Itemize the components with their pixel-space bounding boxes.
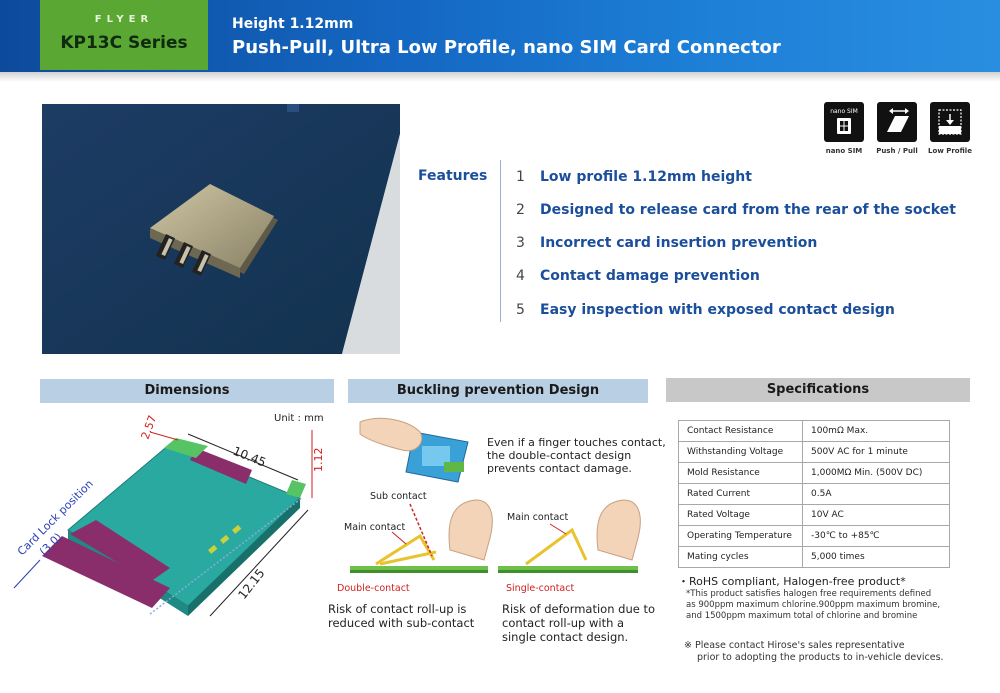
halogen-note-line: and 1500ppm maximum total of chlorine an… <box>686 611 918 621</box>
icon-push-pull: Push / Pull <box>875 102 919 155</box>
double-contact-label: Double-contact <box>337 583 410 594</box>
features-divider <box>500 160 501 322</box>
dimension-labels: 2.57 10.45 1.12 12.15 Card Lock position… <box>15 414 325 602</box>
dim-label-257: 2.57 <box>139 414 160 441</box>
svg-text:nano SIM: nano SIM <box>830 108 858 115</box>
icon-caption-low-profile: Low Profile <box>928 147 972 155</box>
single-contact-label: Single-contact <box>506 583 575 594</box>
spec-value: 1,000MΩ Min. (500V DC) <box>802 462 950 484</box>
dimensions-drawing <box>13 430 313 617</box>
spec-key: Withstanding Voltage <box>678 441 803 463</box>
halogen-note-line: as 900ppm maximum chlorine.900ppm maximu… <box>686 600 941 610</box>
spec-value: -30℃ to +85℃ <box>802 525 950 547</box>
spec-key: Mating cycles <box>678 546 803 568</box>
feature-number: 3 <box>516 235 525 251</box>
specifications-header: Specifications <box>666 378 970 402</box>
finger-note-line: prevents contact damage. <box>487 462 632 475</box>
feature-number: 2 <box>516 202 525 218</box>
rohs-statement: ・RoHS compliant, Halogen-free product* <box>678 575 906 588</box>
feature-item: 1 Low profile 1.12mm height <box>516 169 752 185</box>
spec-key: Operating Temperature <box>678 525 803 547</box>
finger-note-line: the double-contact design <box>487 449 632 462</box>
caption-left-line: reduced with sub-contact <box>328 616 475 630</box>
vehicle-note-line: prior to adopting the products to in-veh… <box>697 652 944 663</box>
halogen-note-line: *This product satisfies halogen free req… <box>686 589 932 599</box>
icon-caption-push-pull: Push / Pull <box>876 147 918 155</box>
brand-flyer: FLYER <box>94 14 154 25</box>
dim-label-112: 1.12 <box>312 448 325 473</box>
halogen-note: *This product satisfies halogen free req… <box>686 589 966 622</box>
push-pull-icon <box>877 102 917 142</box>
feature-number: 1 <box>516 169 525 185</box>
spec-key: Mold Resistance <box>678 462 803 484</box>
product-photo-illustration <box>42 104 400 354</box>
feature-number: 4 <box>516 268 525 284</box>
feature-text: Incorrect card insertion prevention <box>540 235 818 251</box>
feature-text: Contact damage prevention <box>540 268 760 284</box>
header-title: Push-Pull, Ultra Low Profile, nano SIM C… <box>232 37 781 58</box>
buckling-header: Buckling prevention Design <box>348 379 648 403</box>
caption-right: Risk of deformation due to contact roll-… <box>502 602 655 644</box>
feature-item: 5 Easy inspection with exposed contact de… <box>516 302 895 318</box>
header-shadow <box>0 72 1000 82</box>
dim-label-1045: 10.45 <box>231 444 268 470</box>
feature-text: Easy inspection with exposed contact des… <box>540 302 895 318</box>
main-contact-right-label: Main contact <box>507 512 569 523</box>
feature-item: 2 Designed to release card from the rear … <box>516 202 956 218</box>
finger-note-line: Even if a finger touches contact, <box>487 436 666 449</box>
vehicle-note: ※ Please contact Hirose's sales represen… <box>684 640 984 664</box>
low-profile-icon <box>930 102 970 142</box>
features-label: Features <box>418 168 488 184</box>
spec-value: 0.5A <box>802 483 950 505</box>
finger-note: Even if a finger touches contact, the do… <box>487 436 666 475</box>
feature-number: 5 <box>516 302 525 318</box>
caption-left: Risk of contact roll-up is reduced with … <box>328 602 474 630</box>
header-subtitle: Height 1.12mm <box>232 16 354 32</box>
spec-value: 10V AC <box>802 504 950 526</box>
caption-right-line: single contact design. <box>502 630 629 644</box>
nano-sim-icon: nano SIM <box>824 102 864 142</box>
spec-key: Contact Resistance <box>678 420 803 442</box>
brand-series: KP13C Series <box>60 33 188 53</box>
spec-key: Rated Voltage <box>678 504 803 526</box>
icon-caption-nano-sim: nano SIM <box>825 147 863 155</box>
feature-text: Low profile 1.12mm height <box>540 169 752 185</box>
icon-low-profile: Low Profile <box>928 102 972 155</box>
spec-value: 100mΩ Max. <box>802 420 950 442</box>
spec-key: Rated Current <box>678 483 803 505</box>
table-row: Operating Temperature-30℃ to +85℃ <box>678 525 950 547</box>
product-photo <box>42 104 400 354</box>
main-contact-left-label: Main contact <box>344 522 406 533</box>
caption-right-line: Risk of deformation due to <box>502 602 656 616</box>
dimensions-header: Dimensions <box>40 379 334 403</box>
feature-item: 4 Contact damage prevention <box>516 268 760 284</box>
buckling-drawing <box>350 417 641 573</box>
unit-label: Unit : mm <box>274 413 324 424</box>
vehicle-note-line: ※ Please contact Hirose's sales represen… <box>684 640 905 651</box>
caption-right-line: contact roll-up with a <box>502 616 625 630</box>
spec-value: 500V AC for 1 minute <box>802 441 950 463</box>
feature-item: 3 Incorrect card insertion prevention <box>516 235 817 251</box>
sub-contact-label: Sub contact <box>370 491 427 502</box>
icon-nano-sim: nano SIM nano SIM <box>822 102 866 155</box>
brand-box: FLYER KP13C Series <box>40 0 208 70</box>
caption-left-line: Risk of contact roll-up is <box>328 602 467 616</box>
dim-label-1215: 12.15 <box>235 566 267 602</box>
spec-value: 5,000 times <box>802 546 950 568</box>
feature-text: Designed to release card from the rear o… <box>540 202 956 218</box>
